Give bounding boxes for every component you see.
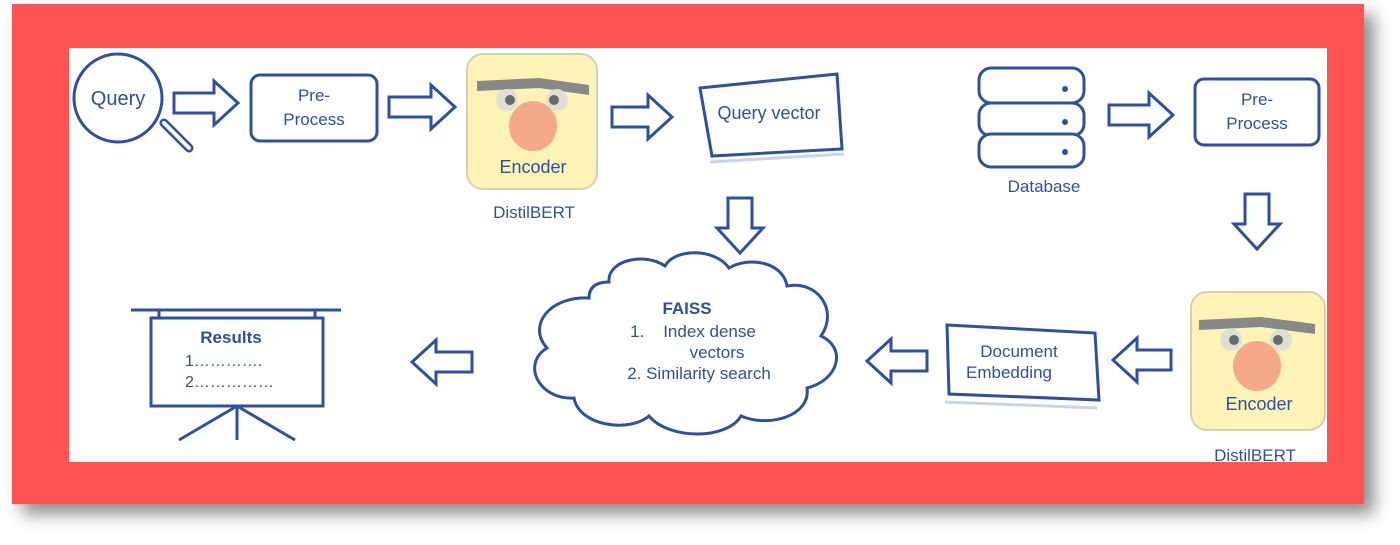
document-embedding-line2: Embedding bbox=[966, 363, 1052, 382]
presentation-board-icon bbox=[131, 308, 341, 442]
preprocess-left-line1: Pre- bbox=[298, 86, 330, 105]
database-label: Database bbox=[1008, 177, 1081, 196]
arrow-right-icon bbox=[610, 91, 675, 143]
preprocess-box-left bbox=[249, 73, 379, 143]
encoder-face-icon bbox=[1190, 291, 1326, 431]
database-icon bbox=[977, 66, 1086, 169]
faiss-line2: vectors bbox=[690, 343, 745, 362]
encoder-face-icon bbox=[466, 53, 598, 190]
preprocess-right-line2: Process bbox=[1226, 114, 1287, 133]
document-embedding-box bbox=[945, 323, 1101, 402]
query-vector-box bbox=[698, 72, 844, 158]
arrow-left-icon bbox=[1110, 334, 1173, 386]
preprocess-right-line1: Pre- bbox=[1241, 90, 1273, 109]
arrow-left-icon bbox=[409, 336, 474, 388]
faiss-line1: 1. Index dense bbox=[630, 322, 756, 341]
preprocess-left-line2: Process bbox=[283, 110, 344, 129]
diagram-panel: Query Pre- Process Encoder DistilBERT bbox=[69, 48, 1327, 462]
encoder-top-label: Encoder bbox=[499, 157, 566, 177]
cloud-icon bbox=[533, 251, 839, 436]
query-vector-label: Query vector bbox=[717, 103, 820, 123]
encoder-bottom-label: Encoder bbox=[1225, 394, 1292, 414]
distilbert-bottom-label: DistilBERT bbox=[1214, 446, 1296, 462]
results-line1: 1…………. bbox=[185, 353, 262, 370]
arrow-left-icon bbox=[864, 335, 929, 387]
preprocess-box-right bbox=[1193, 77, 1321, 147]
search-icon bbox=[72, 52, 194, 153]
results-line2: 2…………… bbox=[185, 374, 274, 391]
arrow-down-icon bbox=[1230, 192, 1284, 252]
query-label: Query bbox=[91, 88, 145, 110]
faiss-line3: 2. Similarity search bbox=[627, 364, 771, 383]
arrow-right-icon bbox=[387, 81, 458, 133]
arrow-down-icon bbox=[713, 196, 767, 256]
distilbert-top-label: DistilBERT bbox=[493, 203, 575, 222]
pipeline-diagram: Query Pre- Process Encoder DistilBERT bbox=[72, 52, 1326, 462]
arrow-right-icon bbox=[172, 77, 241, 129]
faiss-title: FAISS bbox=[662, 299, 711, 318]
document-embedding-line1: Document bbox=[980, 342, 1058, 361]
arrow-right-icon bbox=[1107, 89, 1176, 141]
results-title: Results bbox=[200, 328, 261, 347]
red-frame: Query Pre- Process Encoder DistilBERT bbox=[12, 4, 1364, 504]
